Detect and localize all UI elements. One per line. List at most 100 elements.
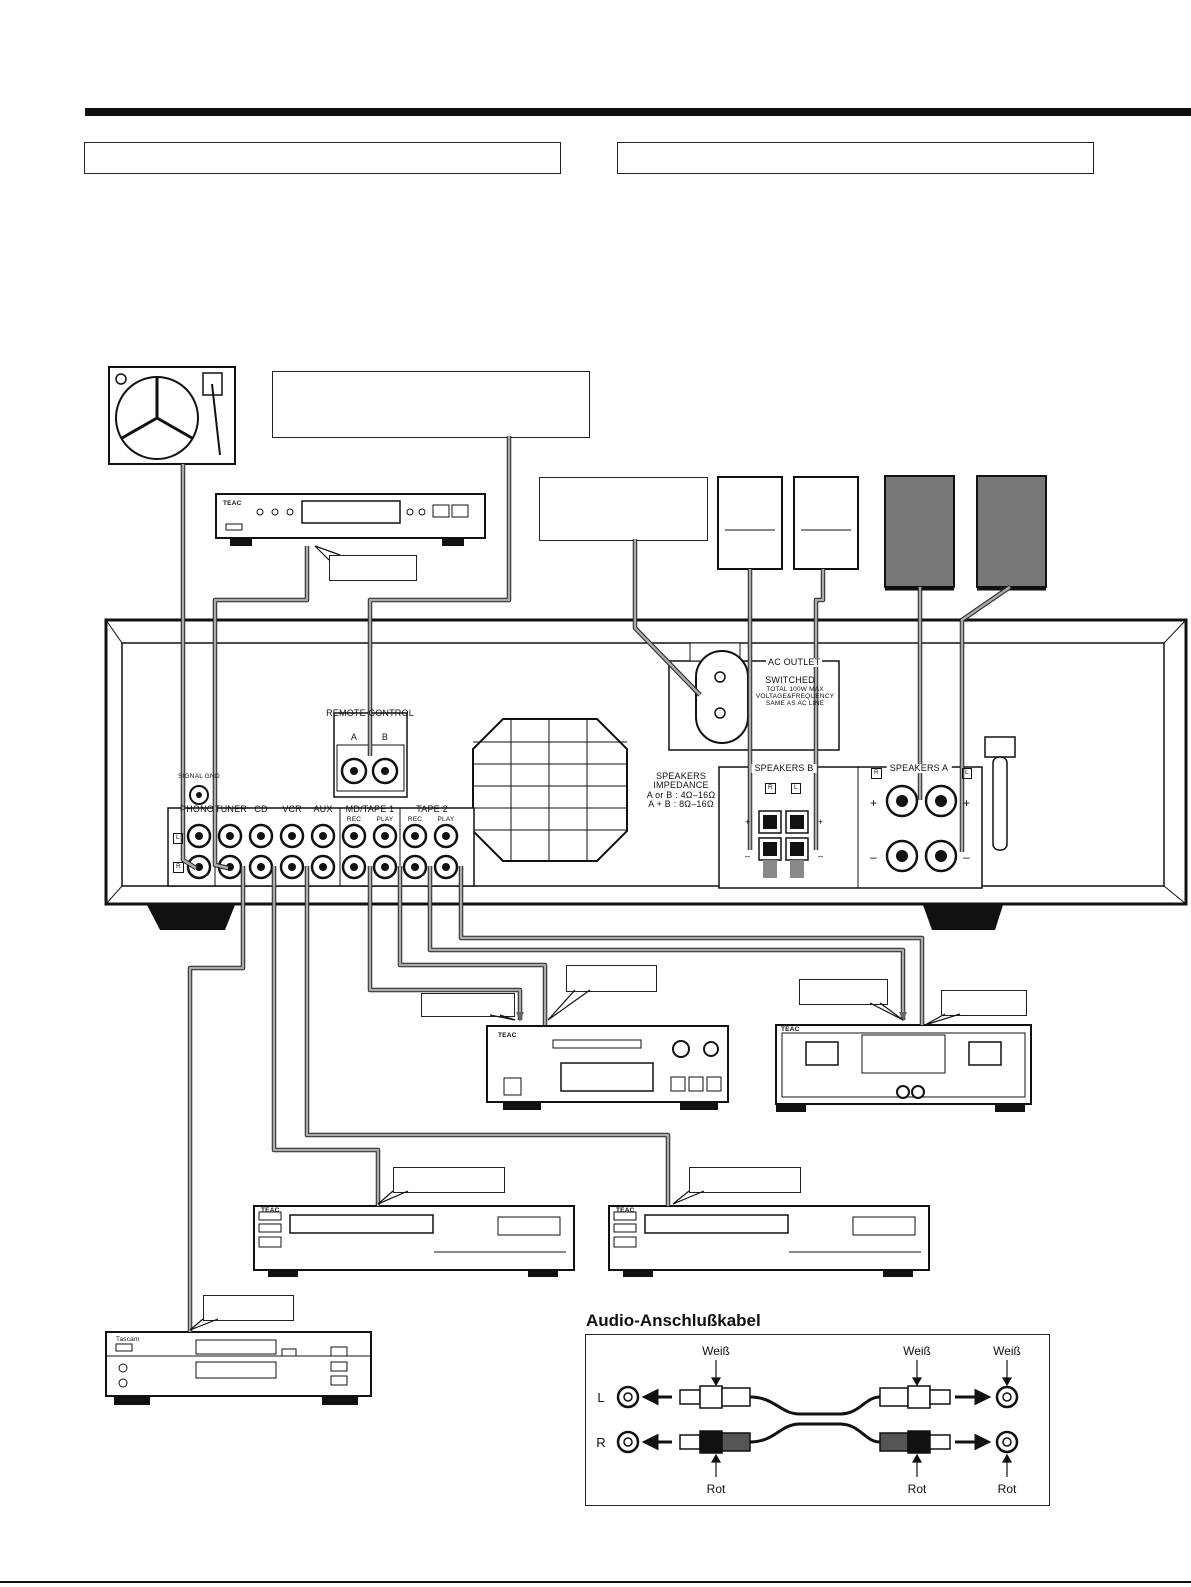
phono-label: PHONO: [180, 804, 215, 814]
tape-rec-callout-box: [799, 979, 888, 1005]
vcr1-brand: TEAC: [261, 1207, 280, 1214]
speakers-a-label: SPEAKERS A: [886, 764, 952, 773]
remote-a-label: A: [350, 732, 358, 742]
remote-b-label: B: [381, 732, 389, 742]
tape-deck-icon: [775, 1024, 1032, 1112]
spk-a-plus-left: +: [870, 796, 878, 810]
tuner-label: TUNER: [215, 804, 247, 814]
rca-jack-center: [411, 832, 419, 840]
md-deck-icon: [486, 1025, 729, 1110]
rca-jack-center: [350, 832, 358, 840]
cd-brand: Tascam: [116, 1336, 140, 1343]
rca-jack-center: [288, 863, 296, 871]
rca-cable-illustration: [616, 1360, 1019, 1477]
ac-note-3: SAME AS AC LINE: [765, 700, 825, 707]
rca-jack-center: [381, 863, 389, 871]
section-header-right: [617, 142, 1094, 174]
vcr-label: VCR: [282, 804, 302, 814]
rca-jack-center: [195, 832, 203, 840]
rca-jack-center: [195, 863, 203, 871]
md-tape1-label: MD/TAPE 1: [345, 804, 395, 814]
spk-a-minus-left: –: [870, 850, 877, 864]
tape2-label: TAPE 2: [416, 804, 448, 814]
remote-callout-box: [272, 371, 590, 438]
impedance-a-or-b: A or B : 4Ω–16Ω: [646, 790, 716, 800]
impedance-title-2: IMPEDANCE: [653, 780, 709, 790]
vcr2-brand: TEAC: [616, 1207, 635, 1214]
tape-play-callout-box: [941, 990, 1027, 1016]
spk-b-plus-left: +: [745, 817, 751, 827]
rca-jack-center: [226, 832, 234, 840]
rca-jack-center: [442, 863, 450, 871]
section-header-left: [84, 142, 561, 174]
rca-jack-center: [411, 863, 419, 871]
rot-label-1: Rot: [706, 1482, 726, 1496]
spk-b-r-label: R: [765, 783, 776, 794]
md-rec-callout-box: [421, 993, 515, 1017]
impedance-a-plus-b: A + B : 8Ω–16Ω: [648, 799, 714, 809]
tape-brand: TEAC: [781, 1026, 800, 1033]
spk-b-minus-left: –: [745, 851, 751, 861]
rca-jack-center: [257, 832, 265, 840]
rot-label-2: Rot: [907, 1482, 927, 1496]
md-brand: TEAC: [498, 1032, 517, 1039]
tuner-icon: [215, 493, 486, 546]
ac-note-1: TOTAL 100W MAX: [766, 686, 824, 693]
spk-a-minus-right: –: [963, 850, 970, 864]
ac-callout-box: [539, 477, 708, 541]
rca-jack-center: [442, 832, 450, 840]
cable-left-label: L: [597, 1390, 605, 1405]
tape1-rec-label: REC: [346, 816, 362, 823]
cd-callout-box: [203, 1295, 294, 1321]
vcr1-callout-box: [393, 1167, 505, 1193]
rca-jacks: [186, 823, 459, 880]
amplifier-rear-panel: [104, 618, 1188, 930]
callout-pointers: [189, 545, 961, 1331]
md-callout-box: [566, 965, 657, 992]
weiss-label-2: Weiß: [903, 1344, 931, 1358]
vcr2-icon: [608, 1205, 930, 1277]
vcr1-icon: [253, 1205, 575, 1277]
cable-diagram-box: [585, 1334, 1050, 1506]
spk-a-r-label: R: [871, 768, 882, 779]
cd-label: CD: [254, 804, 268, 814]
cable-right-label: R: [596, 1435, 606, 1450]
channel-l-label: L: [173, 833, 183, 844]
tape2-rec-label: REC: [407, 816, 423, 823]
spk-b-minus-right: –: [818, 851, 824, 861]
speakers-b-label: SPEAKERS B: [751, 764, 817, 773]
rca-jack-center: [257, 863, 265, 871]
header-rule: [85, 108, 1191, 116]
spk-a-l-label: L: [962, 768, 972, 779]
rca-jack-center: [350, 863, 358, 871]
spk-b-l-label: L: [791, 783, 801, 794]
ac-outlet-label: AC OUTLET: [766, 657, 823, 667]
aux-label: AUX: [313, 804, 333, 814]
impedance-title-1: SPEAKERS: [655, 771, 707, 781]
weiss-label-1: Weiß: [702, 1344, 730, 1358]
signal-gnd-label: SIGNAL GND: [178, 773, 220, 780]
rca-jack-center: [319, 832, 327, 840]
rca-jack-center: [319, 863, 327, 871]
connection-cables: [180, 436, 1012, 1332]
rot-label-3: Rot: [997, 1482, 1017, 1496]
rca-jack-center: [381, 832, 389, 840]
switched-label: SWITCHED: [765, 675, 815, 685]
weiss-label-3: Weiß: [993, 1344, 1021, 1358]
turntable-icon: [108, 366, 236, 465]
remote-control-label: REMOTE CONTROL: [326, 708, 414, 718]
tuner-callout-box: [329, 555, 417, 581]
rca-jack-center: [288, 832, 296, 840]
spk-b-plus-right: +: [818, 817, 824, 827]
tuner-brand: TEAC: [223, 500, 242, 507]
ac-note-2: VOLTAGE&FREQUENCY: [755, 693, 835, 700]
speaker-a-icons: [884, 475, 1047, 591]
tape1-play-label: PLAY: [376, 816, 394, 823]
cd-player-icon: [105, 1331, 372, 1405]
speaker-b-icons: [717, 476, 859, 570]
rca-jack-center: [226, 863, 234, 871]
channel-r-label: R: [173, 862, 184, 873]
tape2-play-label: PLAY: [437, 816, 455, 823]
vcr2-callout-box: [689, 1167, 801, 1193]
